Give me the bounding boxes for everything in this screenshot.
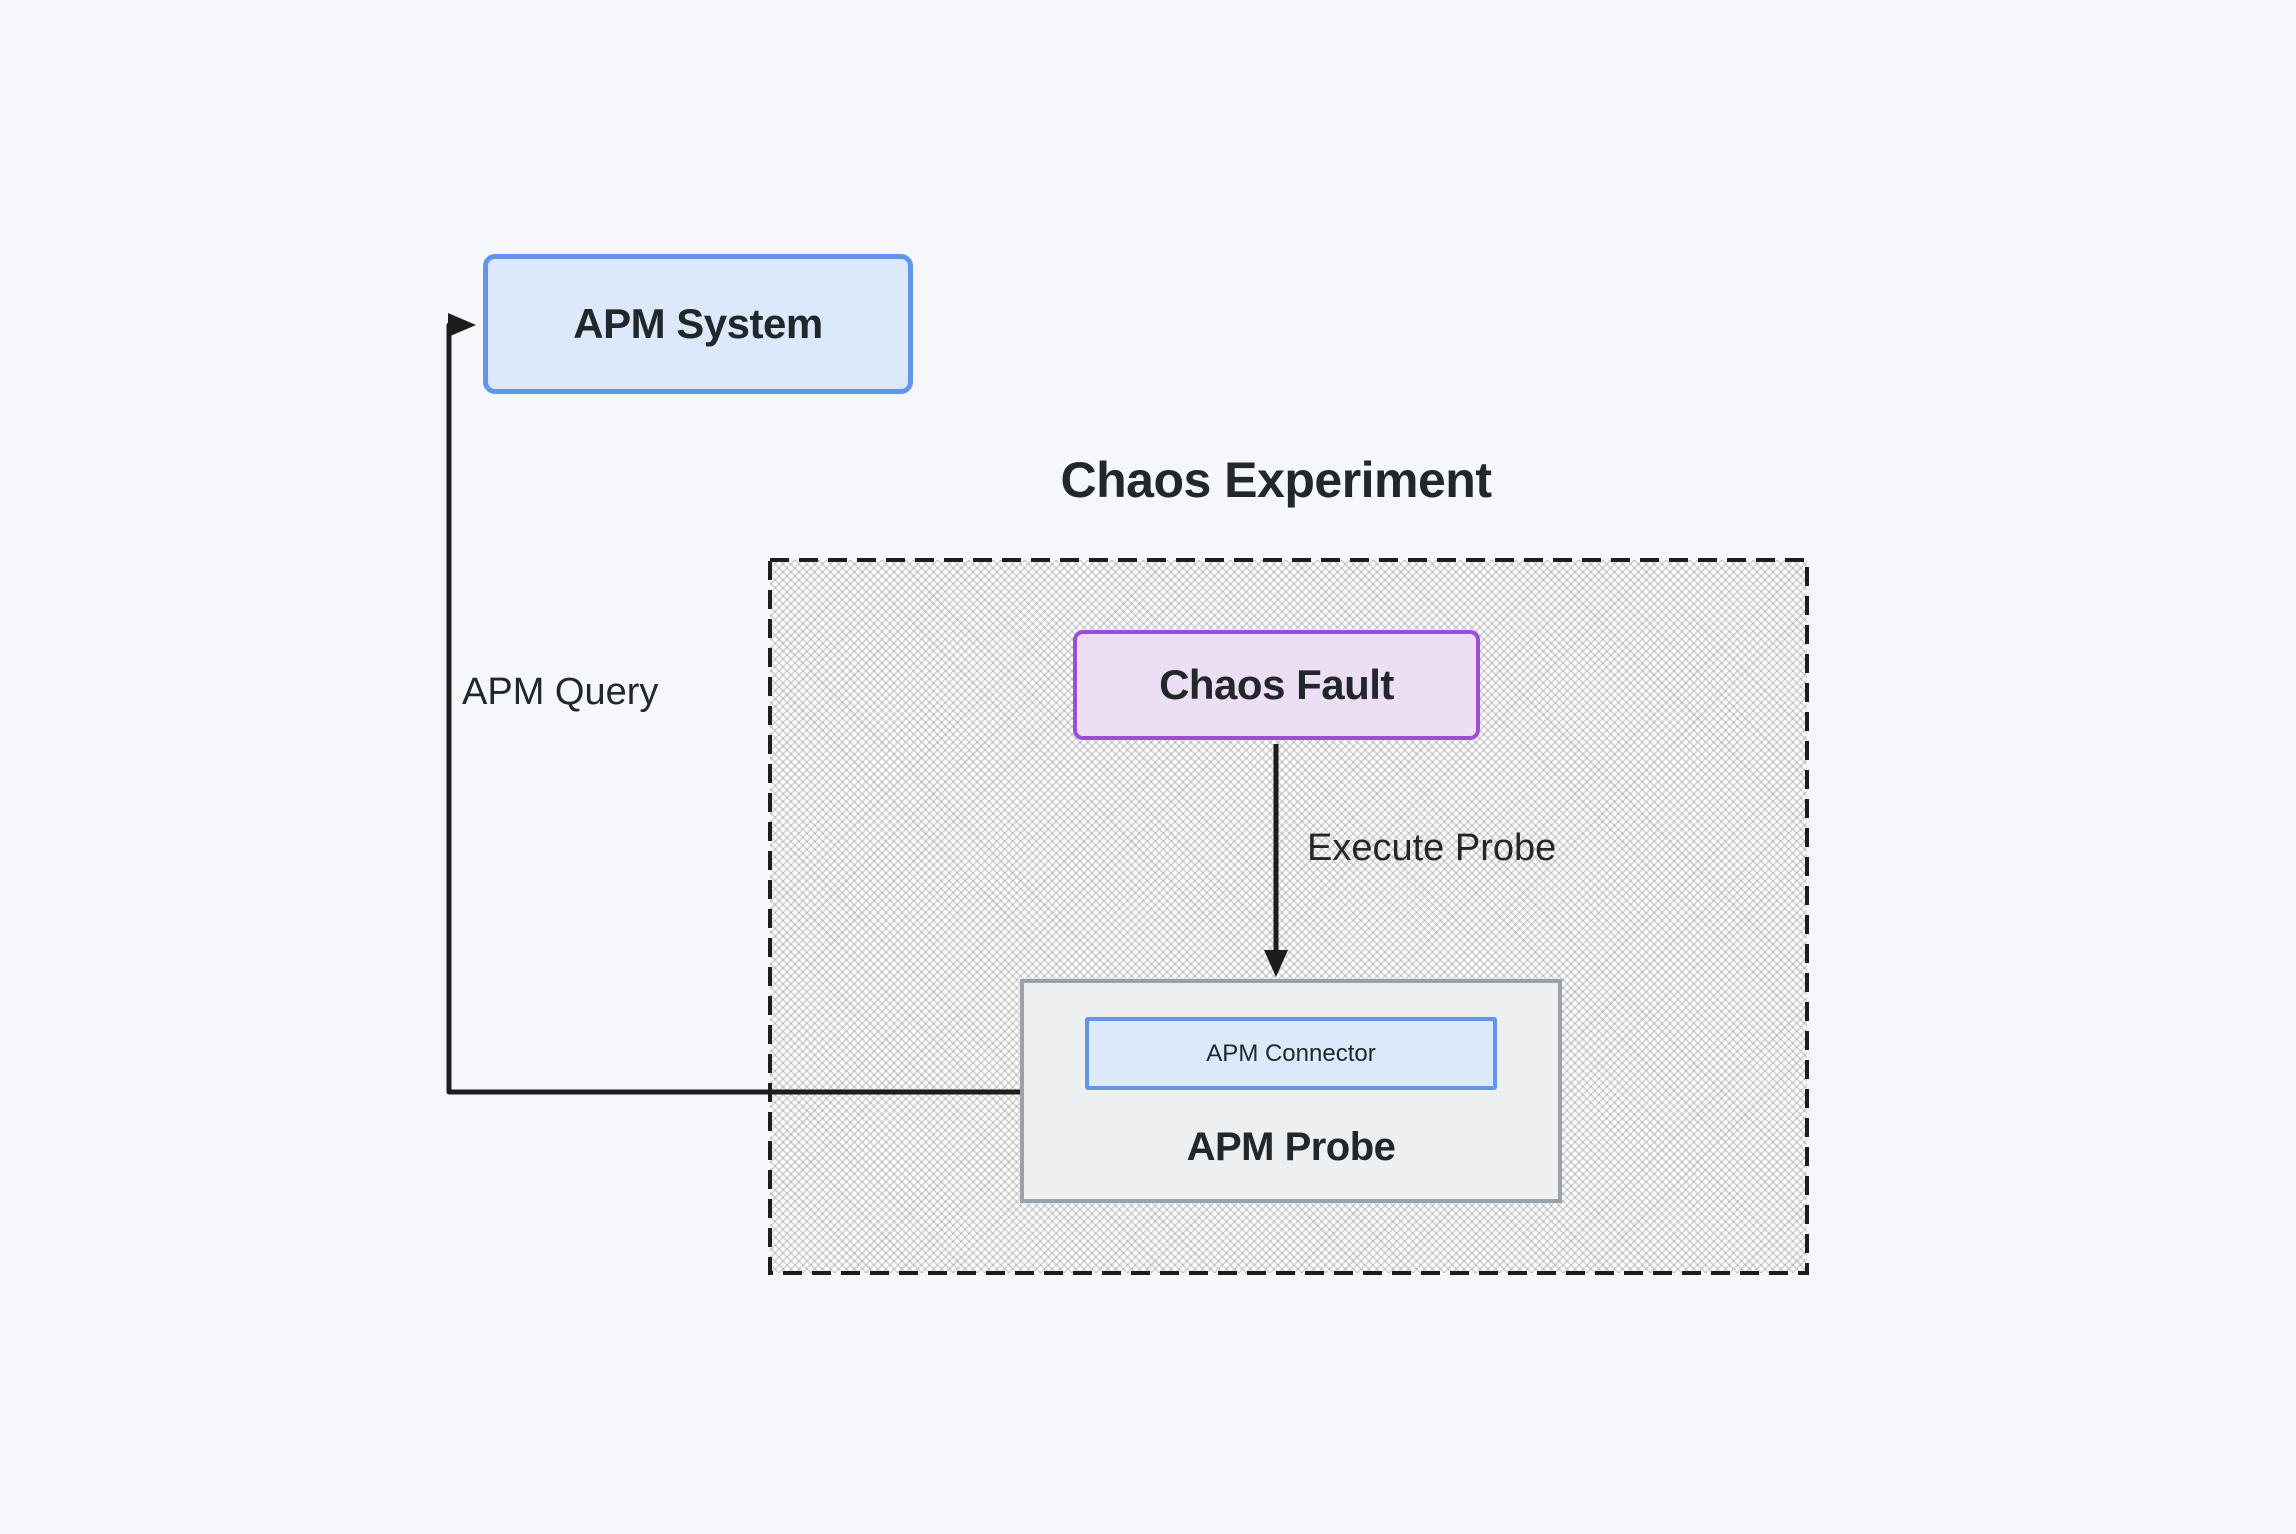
apm-system-label: APM System: [573, 300, 823, 347]
apm-query-arrowhead: [448, 313, 476, 337]
node-apm-probe: APM Connector APM Probe: [1020, 979, 1562, 1203]
apm-query-edge-label: APM Query: [462, 671, 659, 713]
apm-probe-label: APM Probe: [1186, 1125, 1396, 1169]
apm-connector-label: APM Connector: [1206, 1039, 1376, 1067]
node-apm-system: APM System: [483, 254, 913, 394]
chaos-experiment-title: Chaos Experiment: [1060, 452, 1492, 508]
execute-probe-edge-label: Execute Probe: [1307, 827, 1557, 869]
node-apm-connector: APM Connector: [1085, 1017, 1497, 1090]
chaos-fault-label: Chaos Fault: [1159, 661, 1394, 708]
node-chaos-fault: Chaos Fault: [1073, 630, 1480, 740]
